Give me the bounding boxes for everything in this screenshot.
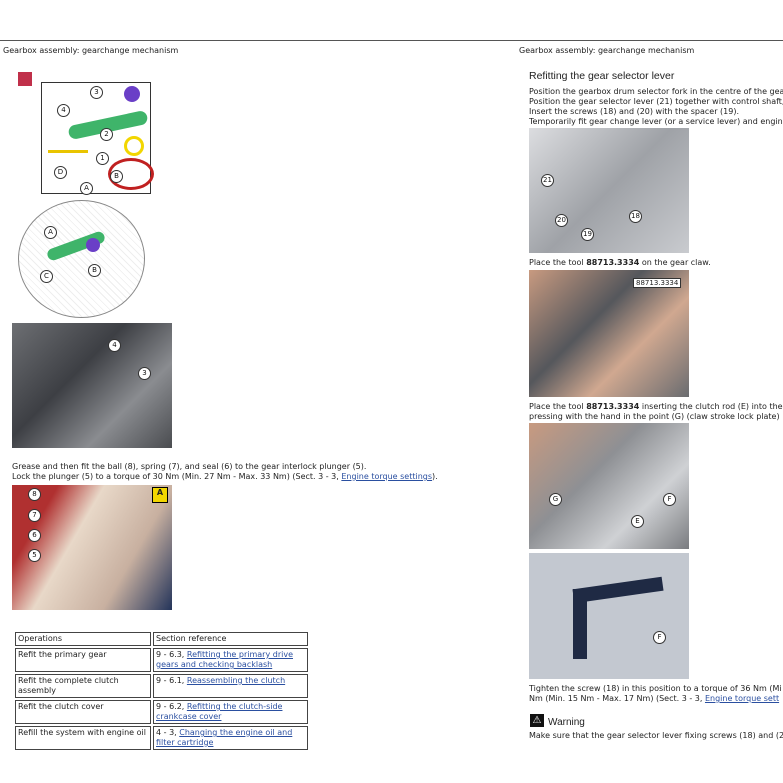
callout-b-lower: B [88,264,101,277]
callout-3: 3 [90,86,103,99]
tool-tag: 88713.3334 [633,278,682,288]
col-header-operations: Operations [15,632,151,646]
tighten-instruction-2: Nm (Min. 15 Nm - Max. 17 Nm) (Sect. 3 - … [529,694,780,703]
plunger-assembly-photo: 8 7 6 5 A [12,485,172,610]
plunger-location-photo: 4 3 [12,323,172,448]
warning-text: Make sure that the gear selector lever f… [529,731,783,740]
callout-e: E [631,515,644,528]
callout-6: 6 [28,529,41,542]
callout-21: 21 [541,174,554,187]
callout-a-lower: A [44,226,57,239]
section-link[interactable]: Refitting the primary drive gears and ch… [156,650,293,669]
insert-rod-instruction: Place the tool 88713.3334 inserting the … [529,402,783,411]
top-divider [0,40,783,41]
callout-7: 7 [28,509,41,522]
intro-line: Temporarily fit gear change lever (or a … [529,117,783,126]
callout-18: 18 [629,210,642,223]
callout-20: 20 [555,214,568,227]
callout-19: 19 [581,228,594,241]
section-title: Refitting the gear selector lever [529,70,675,82]
tool-icon [18,72,32,86]
warning-icon: ⚠ [530,714,544,727]
intro-line: Insert the screws (18) and (20) with the… [529,107,739,116]
callout-5: 5 [28,549,41,562]
lubricant-badge: A [152,487,168,503]
warning-title: Warning [548,717,585,728]
callout-8: 8 [28,488,41,501]
tool-plate-photo: F [529,553,689,679]
engine-torque-link[interactable]: Engine torque settings [341,472,433,481]
selector-lever-photo: 21 20 19 18 [529,128,689,253]
engine-torque-link[interactable]: Engine torque sett [704,694,780,703]
right-page-header: Gearbox assembly: gearchange mechanism [519,46,695,55]
callout-b: B [110,170,123,183]
place-tool-instruction: Place the tool 88713.3334 on the gear cl… [529,258,711,267]
callout-2: 2 [100,128,113,141]
intro-line: Position the gear selector lever (21) to… [529,97,783,106]
callout-4: 4 [57,104,70,117]
callout-f: F [653,631,666,644]
callout-1: 1 [96,152,109,165]
callout-a: A [80,182,93,195]
section-link[interactable]: Refitting the clutch-side crankcase cove… [156,702,283,721]
callout-4: 4 [108,339,121,352]
callout-f: F [663,493,676,506]
callout-d: D [54,166,67,179]
col-header-section: Section reference [153,632,308,646]
left-page-header: Gearbox assembly: gearchange mechanism [3,46,179,55]
lock-instruction: Lock the plunger (5) to a torque of 30 N… [12,472,438,481]
callout-c: C [40,270,53,283]
insert-rod-instruction-2: pressing with the hand in the point (G) … [529,412,780,421]
tighten-instruction: Tighten the screw (18) in this position … [529,684,782,693]
section-link[interactable]: Reassembling the clutch [186,676,286,685]
section-link[interactable]: Changing the engine oil and filter cartr… [156,728,293,747]
grease-instruction: Grease and then fit the ball (8), spring… [12,462,367,471]
callout-g: G [549,493,562,506]
exploded-diagram: 3 4 2 1 D B A A C B [18,80,154,318]
intro-line: Position the gearbox drum selector fork … [529,87,783,96]
tool-placement-photo: 88713.3334 [529,270,689,397]
callout-3: 3 [138,367,151,380]
clutch-rod-photo: G E F [529,423,689,549]
